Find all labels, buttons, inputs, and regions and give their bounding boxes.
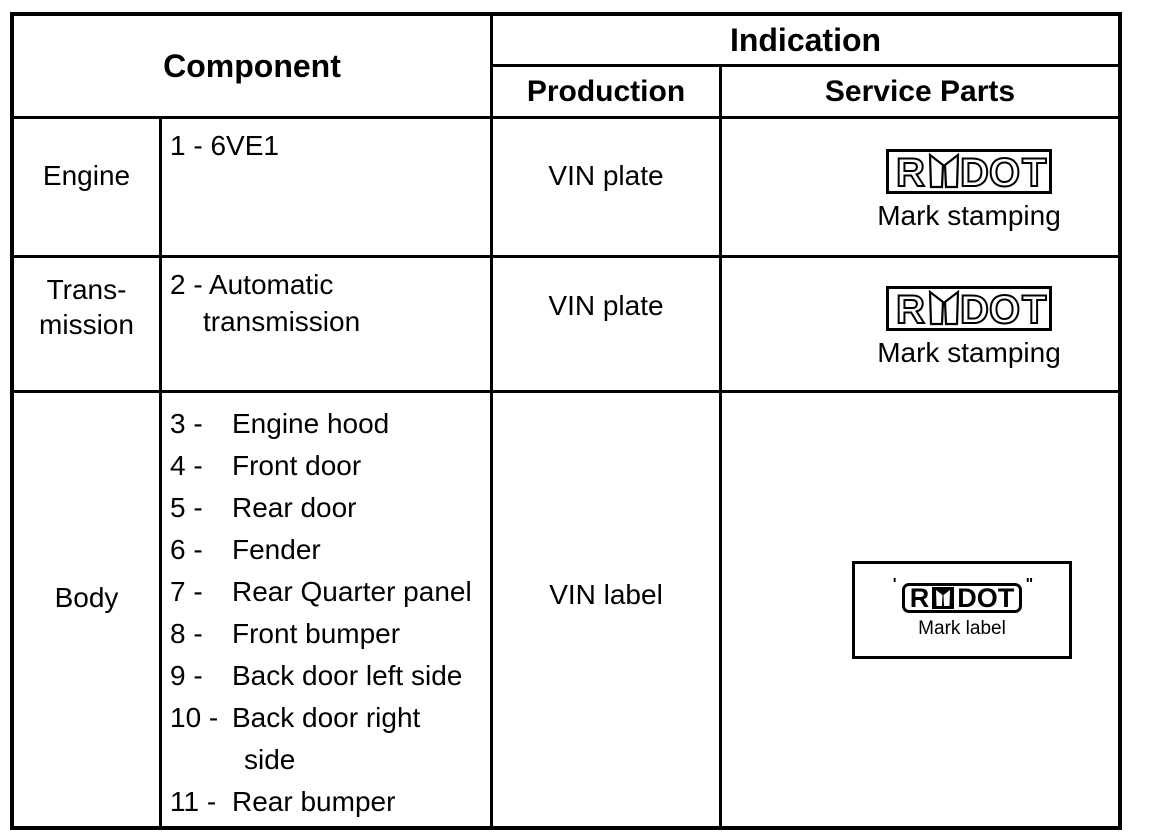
item-number: 6 - xyxy=(170,534,203,565)
body-part-list-item: 4 - Front door xyxy=(170,445,486,487)
rmdot-stamp-mark: R D O T Mark stamping xyxy=(877,285,1061,369)
production-body-value: VIN label xyxy=(549,578,663,610)
body-part-list-item: 3 - Engine hood xyxy=(170,403,486,445)
item-number: 7 - xyxy=(170,576,203,607)
header-component: Component xyxy=(14,16,493,119)
item-number: 4 - xyxy=(170,450,203,481)
item-number: 9 - xyxy=(170,660,203,691)
label-letter-dot: DOT xyxy=(957,582,1015,613)
stylized-m-glyph xyxy=(928,152,945,188)
label-caption: Mark label xyxy=(918,618,1006,639)
stylized-m-glyph xyxy=(943,590,951,606)
item-text: Rear bumper xyxy=(232,786,396,817)
cell-production-body: VIN label xyxy=(493,393,722,826)
body-part-list-item: 9 - Back door left side xyxy=(170,655,486,697)
body-part-list-item: 7 - Rear Quarter panel xyxy=(170,571,486,613)
cell-detail-engine: 1 - 6VE1 xyxy=(162,119,493,258)
body-part-list-item: 11 - Rear bumper xyxy=(170,781,486,823)
item-number: 11 - xyxy=(170,786,217,817)
stamp-caption: Mark stamping xyxy=(877,336,1061,368)
svg-text:O: O xyxy=(989,151,1020,194)
stylized-m-glyph xyxy=(943,152,960,188)
header-production: Production xyxy=(493,67,722,116)
item-text: Engine hood xyxy=(232,408,390,439)
item-text: Fender xyxy=(232,534,321,565)
header-indication-group: Indication Production Service Parts xyxy=(493,16,1118,119)
rmdot-label-icon: R DOT xyxy=(901,582,1023,613)
body-part-list-item: 8 - Front bumper xyxy=(170,613,486,655)
cell-service-body: ' R DOT " Mark label xyxy=(722,393,1118,826)
item-number: 5 - xyxy=(170,492,203,523)
body-part-list-item: 6 - Fender xyxy=(170,529,486,571)
svg-text:D: D xyxy=(960,288,989,331)
item-number: 3 - xyxy=(170,408,203,439)
component-body-label: Body xyxy=(54,582,119,613)
label-letter-r: R xyxy=(909,582,930,613)
rmdot-stamp-icon: R D O T xyxy=(886,285,1052,331)
component-engine-label: Engine xyxy=(42,159,131,191)
stylized-m-square-icon xyxy=(932,587,955,609)
stylized-m-glyph xyxy=(943,289,960,325)
component-indication-table: Component Indication Production Service … xyxy=(10,12,1122,830)
production-engine-value: VIN plate xyxy=(548,160,664,191)
item-text: Rear door xyxy=(232,492,357,523)
header-service-parts: Service Parts xyxy=(824,74,1016,108)
cell-component-transmission: Trans-mission xyxy=(14,258,162,393)
rmdot-stamp-mark: R D O T Mark stamping xyxy=(877,148,1061,232)
item-number: 8 - xyxy=(170,618,203,649)
svg-text:T: T xyxy=(1022,288,1046,331)
item-text: Front door xyxy=(232,450,362,481)
cell-production-engine: VIN plate xyxy=(493,119,722,258)
cell-component-body: Body xyxy=(14,393,162,826)
item-number: 10 - xyxy=(170,702,219,733)
rmdot-label-row: ' R DOT " xyxy=(893,576,1033,613)
stylized-m-glyph xyxy=(928,289,945,325)
cell-service-transmission: R D O T Mark stamping xyxy=(722,258,1118,393)
stamp-caption: Mark stamping xyxy=(877,199,1061,231)
cell-production-transmission: VIN plate xyxy=(493,258,722,393)
item-text: Front bumper xyxy=(232,618,401,649)
item-text: Back door left side xyxy=(232,660,463,691)
item-text: Rear Quarter panel xyxy=(232,576,472,607)
svg-text:R: R xyxy=(896,288,925,331)
body-part-list-item: 5 - Rear door xyxy=(170,487,486,529)
label-tick-left: ' xyxy=(892,576,897,593)
rmdot-label-mark: ' R DOT " Mark label xyxy=(852,560,1072,659)
component-transmission-label: Trans-mission xyxy=(39,274,134,340)
production-transmission-value: VIN plate xyxy=(548,290,664,321)
svg-text:O: O xyxy=(989,288,1020,331)
label-tick-right: " xyxy=(1025,576,1034,593)
cell-detail-body: 3 - Engine hood 4 - Front door 5 - Rear … xyxy=(162,393,493,826)
svg-text:T: T xyxy=(1022,151,1046,194)
svg-text:R: R xyxy=(896,151,925,194)
stylized-m-glyph xyxy=(936,590,943,606)
svg-text:D: D xyxy=(960,151,989,194)
header-indication: Indication xyxy=(493,16,1118,67)
cell-component-engine: Engine xyxy=(14,119,162,258)
cell-service-engine: R D O T Mark stamping xyxy=(722,119,1118,258)
rmdot-stamp-icon: R D O T xyxy=(886,148,1052,194)
